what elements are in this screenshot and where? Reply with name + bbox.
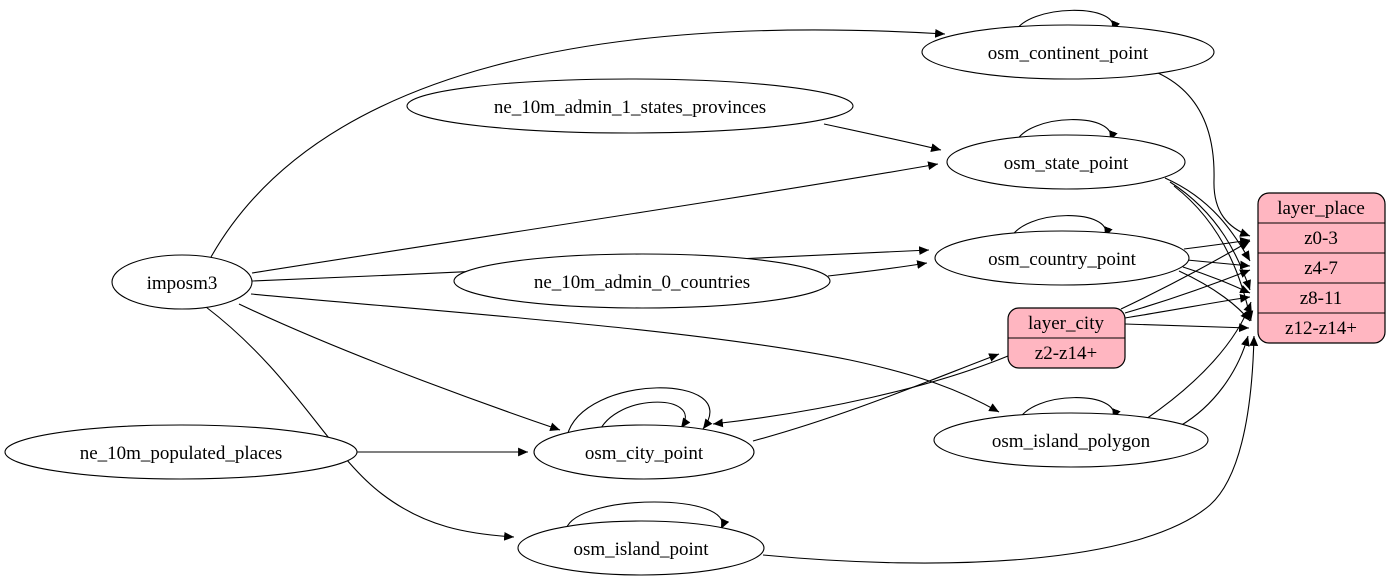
- edge-osm_city_point-layer_city: [752, 353, 1000, 442]
- ne_10m_populated_places-ellipse: [4, 424, 358, 480]
- osm_country_point-ellipse: [934, 230, 1190, 286]
- edge-imposm3-osm_island_polygon: [250, 293, 1000, 413]
- edge-layer_city-z0-3: [1120, 240, 1251, 310]
- record-layer_city: layer_city z2-z14+: [1007, 307, 1126, 369]
- edge-layer_city-osm_city_point: [712, 355, 1009, 428]
- edge-imposm3-osm_continent_point: [210, 29, 946, 258]
- edge-osm_country_point-z0-3: [1183, 237, 1251, 250]
- ne_10m_admin_0_countries-label: ne_10m_admin_0_countries: [534, 272, 750, 293]
- edge-osm_island_polygon-z8-11: [1145, 301, 1252, 420]
- edge-osm_country_point-z4-7: [1186, 259, 1251, 270]
- edge-layer_city-z12-z14: [1124, 323, 1250, 333]
- node-imposm3: imposm3: [111, 254, 253, 310]
- layer_city-title: layer_city: [1028, 313, 1104, 334]
- edge-layer_city-z8-11: [1124, 294, 1251, 319]
- ne_10m_admin_1_states_provinces-ellipse: [406, 78, 854, 134]
- ne_10m_admin_0_countries-ellipse: [453, 253, 831, 309]
- edge-layer_city-z4-7: [1124, 269, 1251, 314]
- self-loop-osm_city_point-outer: [566, 387, 713, 437]
- self-loop-osm_city_point-inner: [596, 401, 691, 439]
- layer_place-row-z8-11: z8-11: [1300, 288, 1343, 309]
- edge-osm_island_point-z12-z14: [762, 335, 1259, 564]
- node-osm_country_point: osm_country_point: [934, 230, 1190, 286]
- layer_city-row-z2-z14: z2-z14+: [1035, 343, 1097, 364]
- osm_state_point-label: osm_state_point: [1004, 153, 1129, 174]
- osm_city_point-label: osm_city_point: [585, 443, 704, 464]
- self-loop-osm_state_point: [1014, 119, 1118, 145]
- osm_island_polygon-label: osm_island_polygon: [992, 431, 1151, 452]
- edge-imposm3-osm_state_point: [251, 161, 939, 274]
- self-loop-osm_island_point: [565, 501, 730, 530]
- edge-ne_10m_admin_0_countries-osm_country_point: [827, 260, 928, 277]
- node-osm_island_point: osm_island_point: [517, 520, 765, 576]
- node-ne_10m_admin_1_states_provinces: ne_10m_admin_1_states_provinces: [406, 78, 854, 134]
- edge-osm_state_point-z8-11: [1169, 181, 1251, 291]
- osm_island_point-label: osm_island_point: [573, 539, 709, 560]
- osm_country_point-label: osm_country_point: [988, 249, 1136, 270]
- imposm3-label: imposm3: [147, 273, 218, 294]
- edge-ne_10m_admin_1_states_provinces-osm_state_point: [823, 123, 942, 152]
- edge-osm_continent_point-z0-3: [1157, 72, 1251, 237]
- node-osm_city_point: osm_city_point: [533, 424, 755, 480]
- node-osm_continent_point: osm_continent_point: [921, 24, 1215, 80]
- edge-osm_island_polygon-z12-z14: [1179, 335, 1250, 427]
- node-osm_state_point: osm_state_point: [946, 134, 1186, 190]
- node-ne_10m_populated_places: ne_10m_populated_places: [4, 424, 358, 480]
- edge-imposm3-osm_city_point: [238, 303, 561, 431]
- layer_place-row-z4-7: z4-7: [1304, 258, 1338, 279]
- self-loop-osm_country_point: [1009, 215, 1113, 241]
- self-loop-osm_continent_point: [1013, 9, 1120, 35]
- node-ne_10m_admin_0_countries: ne_10m_admin_0_countries: [453, 253, 831, 309]
- edge-osm_country_point-z8-11: [1182, 266, 1251, 294]
- osm_continent_point-label: osm_continent_point: [988, 43, 1149, 64]
- osm_continent_point-ellipse: [921, 24, 1215, 80]
- osm_island_point-ellipse: [517, 520, 765, 576]
- ne_10m_populated_places-label: ne_10m_populated_places: [80, 443, 283, 464]
- osm_city_point-ellipse: [533, 424, 755, 480]
- layer_place-row-z0-3: z0-3: [1304, 228, 1338, 249]
- osm_island_polygon-ellipse: [933, 412, 1209, 468]
- edge-osm_country_point-z12-z14: [1178, 270, 1251, 322]
- edge-layer: [205, 9, 1259, 564]
- imposm3-ellipse: [111, 254, 253, 310]
- edge-osm_state_point-z4-7: [1164, 177, 1251, 262]
- self-loop-osm_island_polygon: [1017, 397, 1121, 423]
- edge-imposm3-osm_island_point: [205, 306, 515, 541]
- node-osm_island_polygon: osm_island_polygon: [933, 412, 1209, 468]
- layer_place-box: [1257, 192, 1386, 344]
- osm_state_point-ellipse: [946, 134, 1186, 190]
- layer_place-title: layer_place: [1277, 198, 1365, 219]
- ne_10m_admin_1_states_provinces-label: ne_10m_admin_1_states_provinces: [494, 97, 766, 118]
- layer_place-row-z12-z14: z12-z14+: [1285, 318, 1357, 339]
- record-layer_place: layer_place z0-3 z4-7 z8-11 z12-z14+: [1257, 192, 1386, 344]
